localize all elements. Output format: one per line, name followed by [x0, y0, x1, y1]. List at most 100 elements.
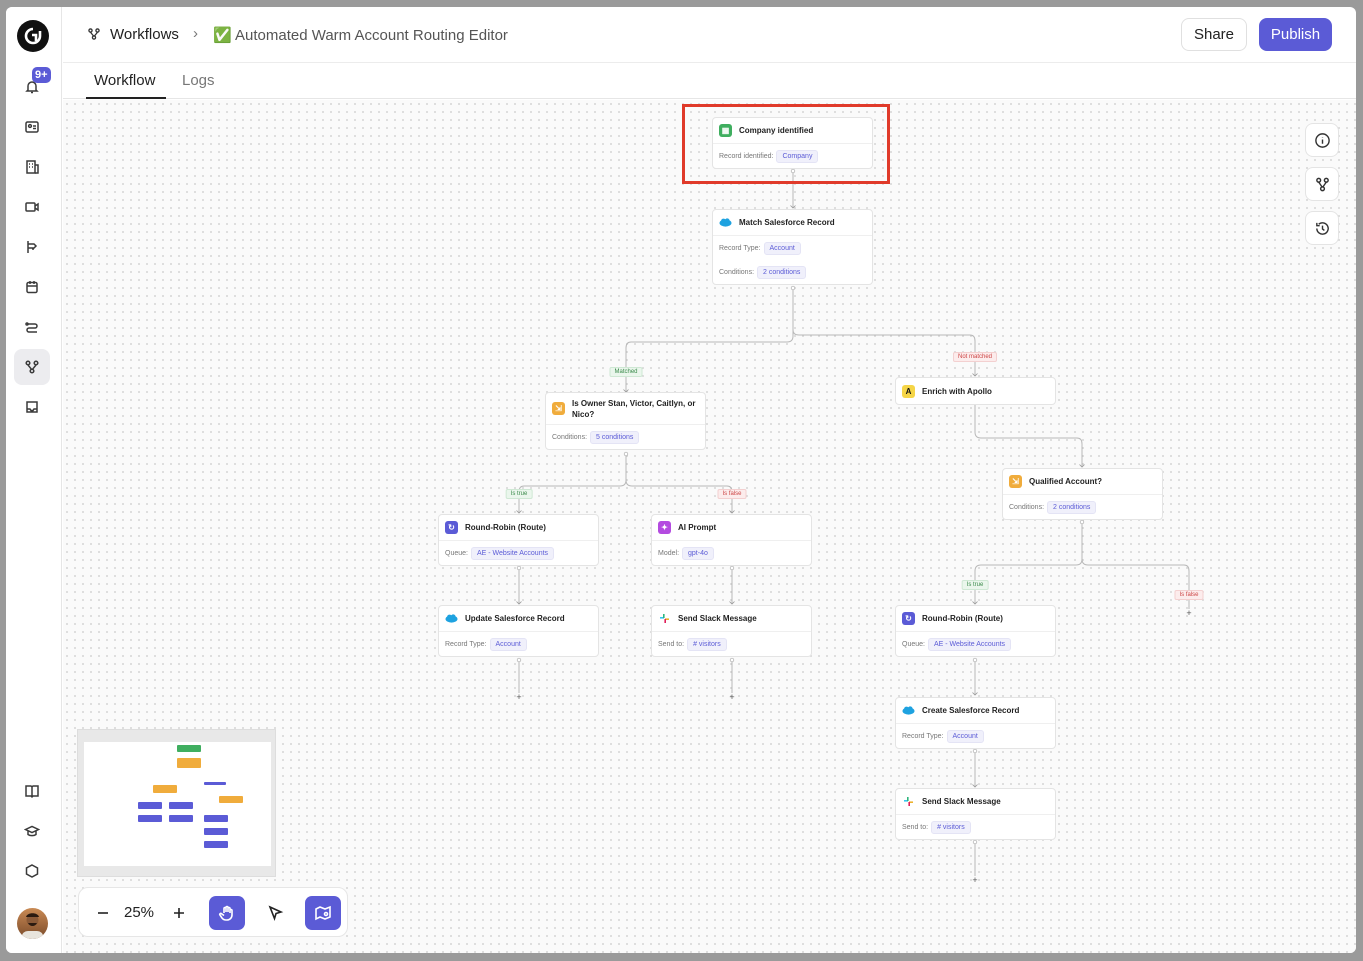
minimap[interactable] [77, 729, 276, 877]
node-send-slack-2[interactable]: Send Slack Message Send to: # visitors [895, 788, 1056, 840]
video-icon[interactable] [14, 189, 50, 225]
company-trigger-icon: ▦ [719, 124, 732, 137]
branch-icon: ⇲ [1009, 475, 1022, 488]
node-enrich-apollo[interactable]: A Enrich with Apollo [895, 377, 1056, 405]
node-header: ↻ Round-Robin (Route) [439, 515, 598, 541]
row-label: Record Type: [445, 640, 487, 648]
workflows-icon [1315, 177, 1329, 191]
tab-logs[interactable]: Logs [182, 72, 215, 89]
notifications-icon[interactable] [14, 69, 50, 105]
workflow-structure-button[interactable] [1305, 167, 1339, 201]
node-row: Send to: # visitors [652, 632, 811, 656]
node-row: Record Type: Account [439, 632, 598, 656]
node-header: ▦ Company identified [713, 118, 872, 144]
node-header: ⇲ Is Owner Stan, Victor, Caitlyn, or Nic… [546, 393, 705, 425]
highlight-box [682, 104, 890, 184]
row-value-chip[interactable]: Company [776, 149, 819, 163]
row-value-chip[interactable]: AE - Website Accounts [927, 637, 1012, 651]
slack-icon [902, 795, 915, 808]
node-create-salesforce[interactable]: Create Salesforce Record Record Type: Ac… [895, 697, 1056, 749]
calendar-icon[interactable] [14, 269, 50, 305]
row-value-chip[interactable]: 5 conditions [590, 430, 640, 444]
row-value-chip[interactable]: Account [946, 729, 984, 743]
tab-workflow[interactable]: Workflow [94, 72, 156, 89]
node-update-salesforce[interactable]: Update Salesforce Record Record Type: Ac… [438, 605, 599, 657]
node-row: Record identified: Company [713, 144, 872, 168]
node-title: Send Slack Message [922, 797, 1001, 806]
row-value-chip[interactable]: 2 conditions [757, 265, 807, 279]
node-title: Create Salesforce Record [922, 706, 1020, 715]
zoom-out-button[interactable] [85, 896, 121, 930]
node-match-salesforce[interactable]: Match Salesforce Record Record Type: Acc… [712, 209, 873, 285]
academy-icon[interactable] [14, 813, 50, 849]
info-icon [1314, 132, 1330, 148]
node-title: Company identified [739, 126, 814, 135]
history-button[interactable] [1305, 211, 1339, 245]
round-robin-icon: ↻ [445, 521, 458, 534]
hand-tool-button[interactable] [209, 896, 245, 930]
salesforce-icon [445, 612, 458, 625]
node-title: Enrich with Apollo [922, 386, 992, 396]
node-header: A Enrich with Apollo [896, 378, 1055, 404]
node-title: Round-Robin (Route) [922, 614, 1003, 623]
publish-button[interactable]: Publish [1259, 18, 1332, 51]
node-header: ✦ AI Prompt [652, 515, 811, 541]
edge-label-is-true: Is true [961, 580, 989, 590]
node-header: Update Salesforce Record [439, 606, 598, 632]
slack-icon [658, 612, 671, 625]
contacts-icon[interactable] [14, 109, 50, 145]
row-value-chip[interactable]: # visitors [931, 820, 971, 834]
row-value-chip[interactable]: AE - Website Accounts [470, 546, 555, 560]
workflows-icon[interactable] [14, 349, 50, 385]
map-toggle-button[interactable] [305, 896, 341, 930]
row-value-chip[interactable]: Account [489, 637, 527, 651]
row-value-chip[interactable]: 2 conditions [1047, 500, 1097, 514]
app-logo[interactable] [17, 20, 49, 52]
node-ai-prompt[interactable]: ✦ AI Prompt Model: gpt-4o [651, 514, 812, 566]
breadcrumb-workflows[interactable]: Workflows [110, 26, 179, 43]
zoom-in-button[interactable] [161, 896, 197, 930]
add-step-button[interactable]: + [972, 875, 978, 885]
node-send-slack-1[interactable]: Send Slack Message Send to: # visitors [651, 605, 812, 657]
zoom-level: 25% [124, 904, 155, 921]
node-row: Queue: AE - Website Accounts [896, 632, 1055, 656]
node-row: Send to: # visitors [896, 815, 1055, 839]
node-qualified-account[interactable]: ⇲ Qualified Account? Conditions: 2 condi… [1002, 468, 1163, 520]
share-button[interactable]: Share [1181, 18, 1247, 51]
sequences-icon[interactable] [14, 309, 50, 345]
add-step-button[interactable]: + [1186, 608, 1192, 618]
routing-icon[interactable] [14, 229, 50, 265]
node-is-owner[interactable]: ⇲ Is Owner Stan, Victor, Caitlyn, or Nic… [545, 392, 706, 450]
row-label: Queue: [445, 549, 468, 557]
apollo-icon: A [902, 384, 915, 398]
node-row: Model: gpt-4o [652, 541, 811, 565]
node-row: Record Type: Account [896, 724, 1055, 748]
node-title: Update Salesforce Record [465, 614, 565, 623]
add-step-button[interactable]: + [516, 692, 522, 702]
canvas-toolbar: 25% [78, 887, 348, 937]
inbox-icon[interactable] [14, 389, 50, 425]
add-step-button[interactable]: + [729, 692, 735, 702]
minimap-node [138, 802, 162, 809]
node-round-robin-1[interactable]: ↻ Round-Robin (Route) Queue: AE - Websit… [438, 514, 599, 566]
row-label: Conditions: [552, 433, 588, 441]
integrations-icon[interactable] [14, 853, 50, 889]
user-avatar[interactable] [17, 908, 48, 939]
row-value-chip[interactable]: gpt-4o [682, 546, 714, 560]
companies-icon[interactable] [14, 149, 50, 185]
node-row: Conditions: 2 conditions [713, 260, 872, 284]
select-tool-button[interactable] [257, 896, 293, 930]
row-value-chip[interactable]: Account [763, 241, 801, 255]
salesforce-icon [719, 216, 732, 229]
node-company-identified[interactable]: ▦ Company identified Record identified: … [712, 117, 873, 169]
minimap-node [169, 802, 193, 809]
minimap-node [138, 815, 162, 822]
node-title: Round-Robin (Route) [465, 523, 546, 532]
page-title[interactable]: ✅ Automated Warm Account Routing Editor [213, 27, 508, 44]
docs-icon[interactable] [14, 773, 50, 809]
row-label: Conditions: [719, 268, 755, 276]
cursor-icon [268, 905, 284, 921]
row-value-chip[interactable]: # visitors [687, 637, 727, 651]
node-round-robin-2[interactable]: ↻ Round-Robin (Route) Queue: AE - Websit… [895, 605, 1056, 657]
info-button[interactable] [1305, 123, 1339, 157]
